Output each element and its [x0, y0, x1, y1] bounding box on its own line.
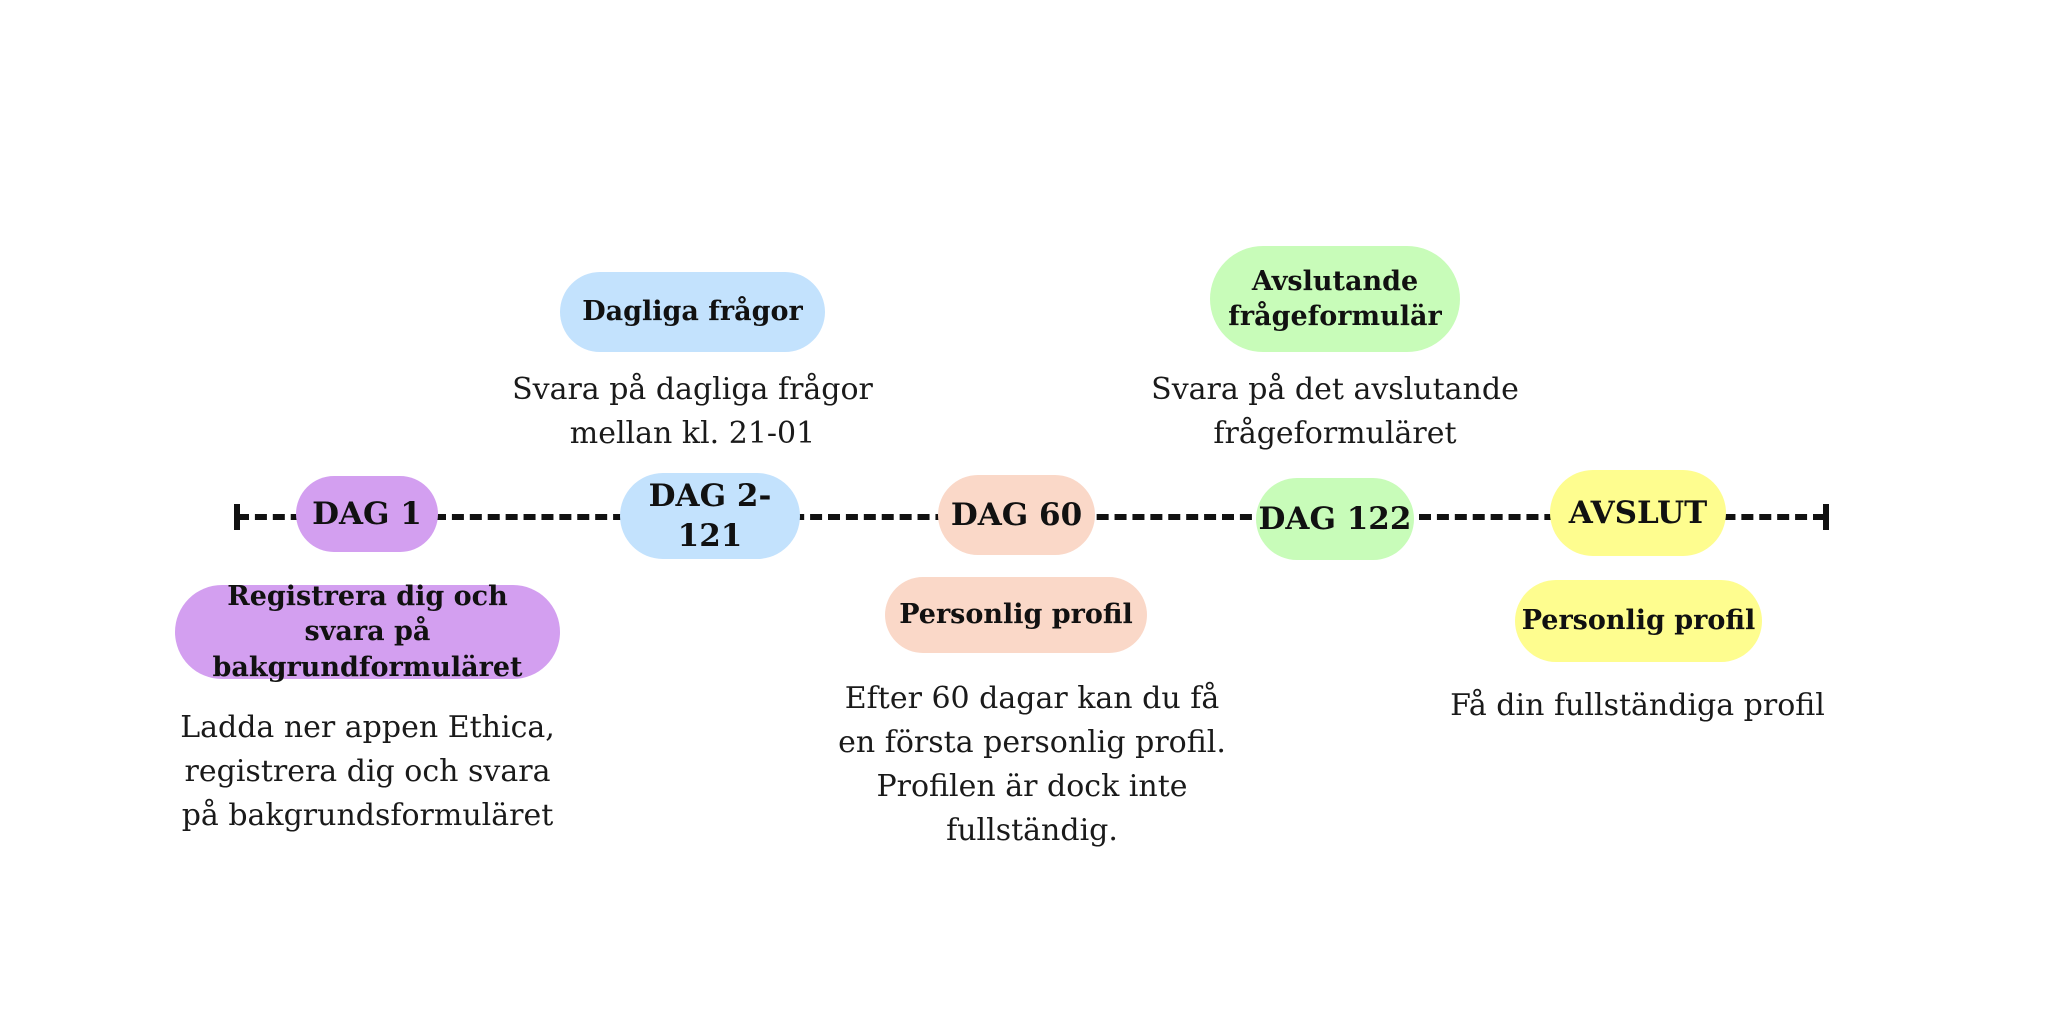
milestone-day-4: DAG 122 — [1256, 478, 1414, 560]
milestone-description-1: Ladda ner appen Ethica, registrera dig o… — [180, 710, 555, 833]
milestone-label-1: Registrera dig och svara på bakgrundform… — [175, 581, 560, 683]
milestone-description-5: Få din fullständiga profil — [1450, 688, 1825, 723]
timeline-start-cap — [234, 504, 240, 530]
milestone-day-3: DAG 60 — [938, 475, 1095, 555]
milestone-label-5: Personlig profil — [1515, 580, 1762, 662]
milestone-description-4: Svara på det avslutande frågeformuläret — [1151, 372, 1519, 451]
timeline-end-cap — [1823, 504, 1829, 530]
milestone-day-2: DAG 2-121 — [620, 473, 800, 559]
milestone-day-1: DAG 1 — [296, 476, 438, 552]
milestone-description-2: Svara på dagliga frågor mellan kl. 21-01 — [512, 372, 873, 451]
milestone-label-4: Avslutande frågeformulär — [1210, 246, 1460, 352]
milestone-description-3: Efter 60 dagar kan du få en första perso… — [838, 681, 1226, 848]
milestone-day-5: AVSLUT — [1550, 470, 1726, 556]
milestone-label-3: Personlig profil — [885, 577, 1147, 653]
milestone-label-2: Dagliga frågor — [560, 272, 825, 352]
